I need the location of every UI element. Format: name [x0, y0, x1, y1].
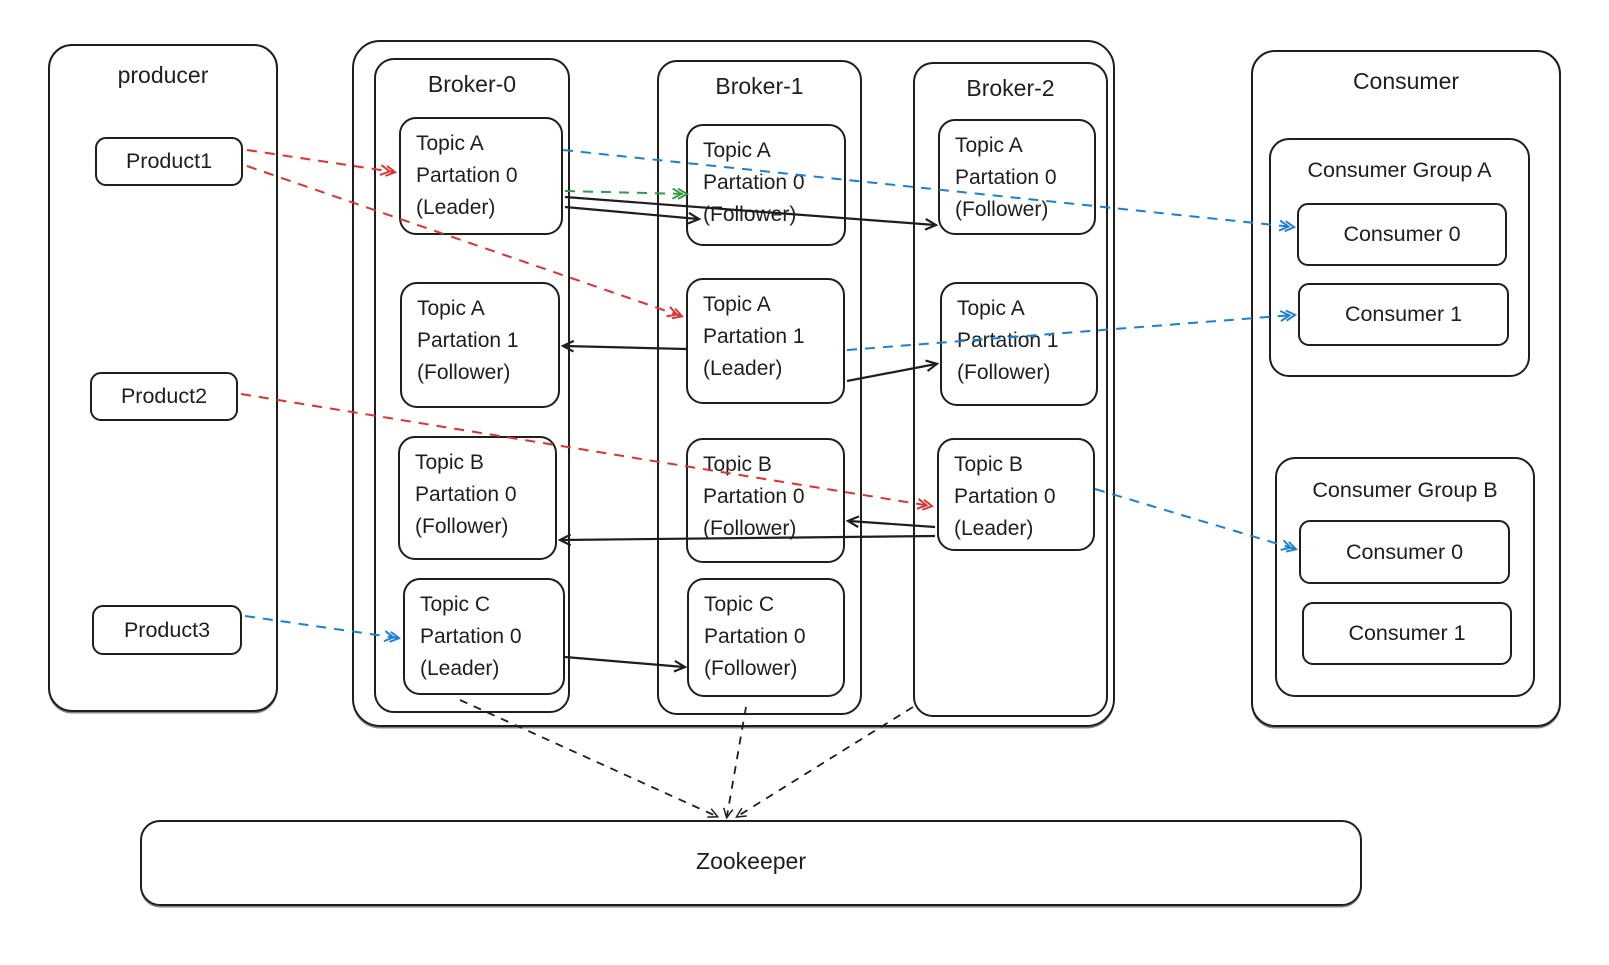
topic-line-2: Partation 0 [704, 625, 806, 649]
consumer-panel [1251, 50, 1561, 727]
broker-2-container [913, 62, 1108, 717]
consumer-group-a-container [1269, 138, 1530, 377]
topic-line-3: (Follower) [703, 203, 797, 227]
topic-line-3: (Follower) [955, 198, 1049, 222]
topic-line-1: Topic A [416, 132, 484, 155]
broker0-topicA-partition0-leader: Topic A Partation 0 (Leader) [399, 117, 563, 235]
product2-node: Product2 [90, 372, 238, 421]
broker-2-label: Broker-2 [966, 75, 1055, 101]
broker1-topicC-partition0-follower: Topic C Partation 0 (Follower) [687, 578, 845, 697]
product3-label: Product3 [123, 617, 211, 642]
broker-1-label: Broker-1 [715, 73, 804, 99]
broker1-topicA-partition0-follower: Topic A Partation 0 (Follower) [686, 124, 846, 246]
topic-line-3: (Follower) [704, 657, 798, 681]
consumer-group-b-label: Consumer Group B [1312, 478, 1498, 502]
topic-line-2: Partation 0 [954, 485, 1056, 509]
group-a-consumer-0-node: Consumer 0 [1297, 203, 1507, 266]
zookeeper-node [140, 820, 1362, 906]
topic-line-2: Partation 0 [415, 483, 517, 507]
group-b-consumer-1-label: Consumer 1 [1348, 621, 1466, 645]
broker0-topicA-partition1-follower: Topic A Partation 1 (Follower) [400, 282, 560, 408]
topic-line-3: (Leader) [416, 196, 496, 220]
product3-node: Product3 [92, 605, 242, 655]
topic-line-3: (Leader) [703, 357, 783, 381]
topic-line-2: Partation 1 [417, 329, 519, 353]
topic-line-1: Topic B [703, 453, 772, 476]
product2-label: Product2 [120, 384, 208, 408]
product1-label: Product1 [125, 149, 213, 173]
consumer-group-b-container [1275, 457, 1535, 697]
group-a-consumer-1-label: Consumer 1 [1344, 302, 1463, 326]
topic-line-1: Topic C [704, 593, 775, 616]
topic-line-1: Topic A [957, 297, 1025, 320]
broker0-topicB-partition0-follower: Topic B Partation 0 (Follower) [398, 436, 557, 560]
producer-panel [48, 44, 278, 712]
topic-line-3: (Leader) [954, 517, 1034, 541]
consumer-group-a-label: Consumer Group A [1307, 158, 1492, 182]
broker2-topicA-partition1-follower: Topic A Partation 1 (Follower) [940, 282, 1098, 406]
topic-line-3: (Follower) [703, 517, 797, 541]
topic-line-3: (Leader) [420, 657, 500, 681]
group-b-consumer-0-label: Consumer 0 [1345, 539, 1464, 564]
producer-panel-label: producer [117, 62, 209, 88]
topic-line-1: Topic B [415, 451, 484, 474]
product1-node: Product1 [95, 137, 243, 186]
group-b-consumer-1-node: Consumer 1 [1302, 602, 1512, 665]
consumer-panel-label: Consumer [1352, 68, 1460, 94]
topic-line-3: (Follower) [957, 361, 1051, 385]
topic-line-1: Topic A [703, 139, 771, 162]
group-a-consumer-0-label: Consumer 0 [1343, 222, 1461, 246]
topic-line-2: Partation 0 [955, 166, 1057, 190]
topic-line-2: Partation 0 [416, 164, 518, 188]
zookeeper-label: Zookeeper [696, 848, 806, 874]
broker2-topicB-partition0-leader: Topic B Partation 0 (Leader) [937, 438, 1095, 551]
broker1-topicB-partition0-follower: Topic B Partation 0 (Follower) [686, 438, 845, 563]
topic-line-1: Topic B [954, 453, 1023, 476]
topic-line-3: (Follower) [415, 515, 509, 539]
broker1-topicA-partition1-leader: Topic A Partation 1 (Leader) [686, 278, 845, 404]
topic-line-2: Partation 1 [703, 325, 805, 349]
group-a-consumer-1-node: Consumer 1 [1298, 283, 1509, 346]
topic-line-1: Topic A [703, 293, 771, 316]
topic-line-2: Partation 0 [703, 171, 805, 195]
topic-line-1: Topic A [417, 297, 485, 320]
broker2-topicA-partition0-follower: Topic A Partation 0 (Follower) [938, 119, 1096, 235]
topic-line-3: (Follower) [417, 361, 511, 385]
topic-line-1: Topic A [955, 134, 1023, 157]
broker-0-label: Broker-0 [427, 71, 517, 97]
topic-line-1: Topic C [420, 593, 491, 616]
broker0-topicC-partition0-leader: Topic C Partation 0 (Leader) [403, 578, 565, 695]
topic-line-2: Partation 0 [703, 485, 805, 509]
topic-line-2: Partation 0 [420, 625, 522, 649]
group-b-consumer-0-node: Consumer 0 [1299, 520, 1510, 584]
topic-line-2: Partation 1 [957, 329, 1059, 353]
